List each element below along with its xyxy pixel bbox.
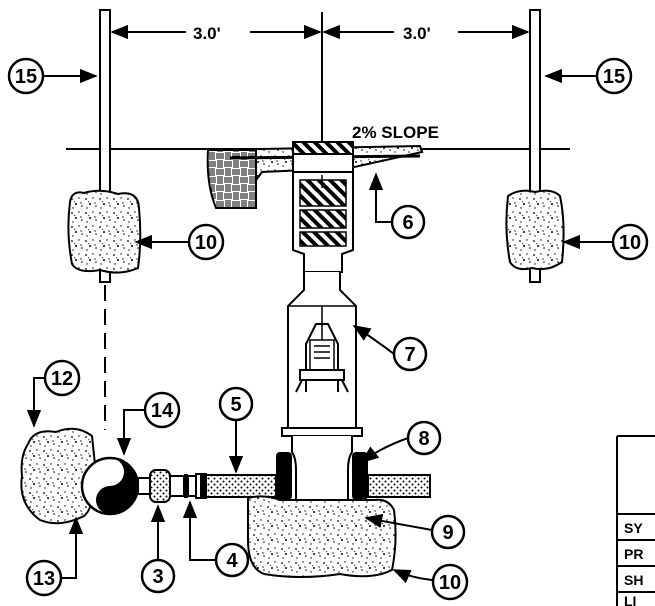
- svg-text:6: 6: [402, 212, 413, 234]
- svg-text:7: 7: [404, 344, 415, 366]
- callout-3: 3: [140, 558, 176, 594]
- callout-15-left: 15: [7, 57, 45, 95]
- svg-text:5: 5: [230, 394, 241, 416]
- hydrant-body: [281, 272, 363, 437]
- thrust-block: [247, 495, 397, 578]
- table-row-1: SY: [624, 520, 643, 536]
- callout-10-bottom: 10: [431, 563, 469, 601]
- pipe-fittings: [137, 469, 207, 503]
- footing-left: [67, 189, 142, 274]
- table-row-3: SH: [624, 572, 643, 588]
- callout-7: 7: [392, 336, 428, 372]
- callout-12: 12: [43, 359, 81, 397]
- callout-5: 5: [218, 386, 254, 422]
- svg-text:10: 10: [619, 232, 641, 254]
- backflow-valve-symbol: [80, 456, 140, 516]
- legend-table: SY PR SH LI: [616, 435, 655, 606]
- svg-text:12: 12: [51, 368, 73, 390]
- svg-text:10: 10: [439, 572, 461, 594]
- pipe-left: [205, 474, 277, 498]
- callout-4: 4: [214, 542, 250, 578]
- table-row-2: PR: [624, 546, 643, 562]
- callout-9: 9: [430, 514, 466, 550]
- callout-14: 14: [143, 391, 181, 429]
- svg-text:14: 14: [151, 400, 174, 422]
- svg-text:13: 13: [33, 568, 55, 590]
- svg-text:15: 15: [15, 66, 37, 88]
- slope-note: 2% SLOPE: [352, 123, 439, 142]
- leader-lines: [26, 68, 612, 584]
- svg-text:8: 8: [418, 428, 429, 450]
- bollard-right: [505, 9, 565, 283]
- callout-6: 6: [390, 204, 426, 240]
- callout-10-right: 10: [611, 223, 649, 261]
- svg-text:10: 10: [195, 232, 217, 254]
- svg-text:9: 9: [442, 522, 453, 544]
- callout-13: 13: [25, 559, 63, 597]
- svg-text:15: 15: [603, 66, 625, 88]
- valve-thrust-block: [20, 427, 98, 525]
- pipe-right: [367, 474, 431, 498]
- svg-text:4: 4: [226, 550, 238, 572]
- callout-15-right: 15: [595, 57, 633, 95]
- dimension-right: 3.0': [403, 24, 431, 43]
- callout-10-left: 10: [187, 223, 225, 261]
- svg-text:3: 3: [152, 566, 163, 588]
- table-row-4: LI: [624, 593, 636, 606]
- tee-fitting: [276, 436, 368, 522]
- base-material: [206, 149, 257, 209]
- bollard-left: [67, 9, 142, 430]
- footing-right: [505, 189, 565, 271]
- dimension-left: 3.0': [193, 24, 221, 43]
- callout-8: 8: [406, 420, 442, 456]
- valve-box: [292, 141, 354, 273]
